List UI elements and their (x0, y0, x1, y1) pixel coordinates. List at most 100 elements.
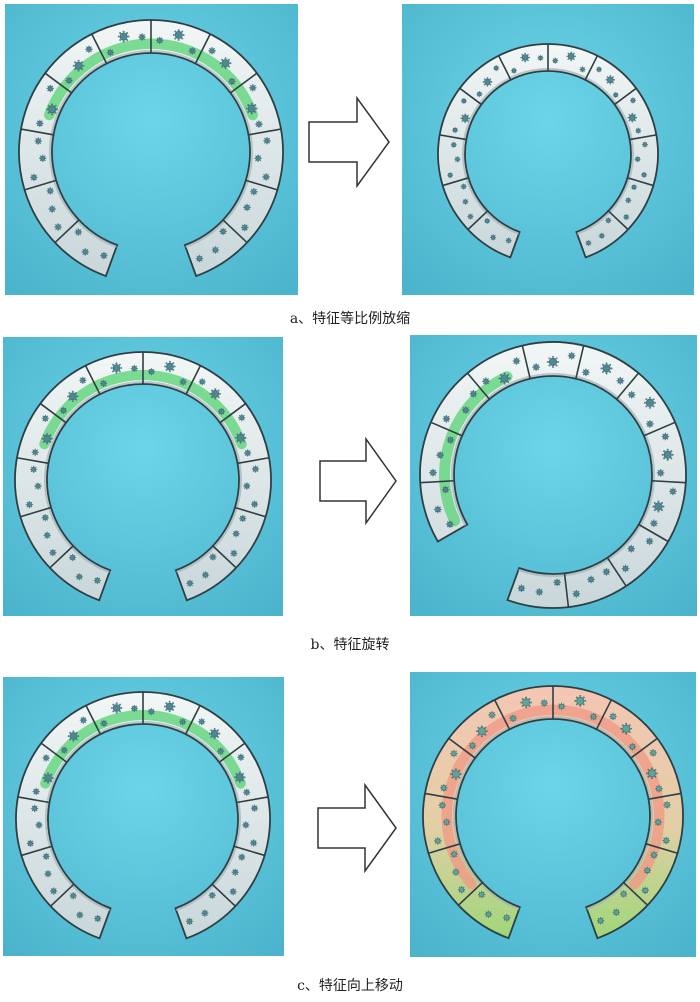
segment-divider (211, 883, 236, 907)
nodule-icon (540, 699, 548, 707)
nodule-icon (434, 837, 442, 845)
nodule-icon (74, 228, 83, 236)
nodule-icon (567, 351, 576, 360)
nodule-icon (250, 187, 258, 196)
nodule-icon (262, 173, 270, 181)
nodule-icon (520, 52, 530, 63)
nodule-icon (510, 67, 518, 74)
nodule-icon (646, 420, 654, 428)
nodule-icon (625, 197, 632, 204)
nodule-icon (643, 866, 652, 875)
nodule-icon (605, 74, 616, 85)
nodule-icon (219, 227, 227, 236)
nodule-icon (30, 173, 38, 182)
nodule-icon (79, 716, 88, 724)
segment-divider (222, 219, 248, 244)
nodule-icon (72, 59, 85, 72)
segment-divider (16, 456, 49, 465)
nodule-icon (505, 237, 512, 244)
nodule-icon (208, 47, 216, 55)
nodule-icon (41, 414, 49, 423)
nodule-icon (641, 886, 649, 895)
nodule-icon (557, 702, 566, 711)
nodule-icon (100, 251, 108, 260)
ring-body (437, 43, 659, 259)
nodule-icon (76, 911, 84, 919)
nodule-icon (460, 97, 467, 105)
nodule-icon (25, 500, 34, 509)
nodule-icon (130, 364, 138, 373)
ring-diagram (5, 4, 298, 295)
segment-divider (184, 705, 201, 735)
nodule-icon (36, 119, 44, 128)
nodule-icon (477, 890, 486, 899)
nodule-icon (234, 432, 247, 444)
ring-body (14, 351, 272, 602)
caption-a: a、特征等比例放缩 (289, 311, 411, 327)
nodule-icon (85, 45, 93, 53)
panel-b-after (410, 335, 697, 616)
nodule-icon (243, 788, 251, 796)
nodule-icon (188, 47, 197, 55)
nodule-icon (229, 888, 237, 896)
nodule-icon (629, 97, 637, 104)
segment-divider (430, 421, 463, 437)
nodule-icon (100, 719, 108, 728)
nodule-icon (249, 839, 258, 847)
segment-divider (21, 845, 53, 857)
segment-divider (648, 792, 682, 800)
nodule-icon (250, 500, 259, 508)
nodule-icon (446, 520, 454, 529)
nodule-icon (627, 112, 638, 123)
segment-divider (466, 372, 490, 400)
segment-divider (607, 210, 629, 231)
nodule-icon (217, 747, 225, 755)
nodule-icon (230, 549, 238, 557)
nodule-icon (234, 771, 246, 783)
nodule-icon (553, 578, 562, 587)
panel-a-before (5, 4, 298, 295)
nodule-icon (663, 801, 671, 809)
ring-diagram (3, 677, 284, 956)
nodule-icon (467, 213, 474, 220)
nodule-icon (512, 357, 521, 365)
nodule-icon (502, 914, 511, 922)
nodule-icon (42, 772, 54, 784)
nodule-icon (612, 908, 621, 917)
panel-b-before (3, 337, 283, 616)
nodule-icon (245, 102, 258, 115)
nodule-icon (462, 198, 469, 205)
nodule-icon (612, 91, 619, 98)
right-arrow-icon (308, 96, 390, 188)
nodule-icon (628, 742, 637, 751)
nodule-icon (41, 432, 53, 445)
ring-body (422, 685, 684, 940)
nodule-icon (552, 57, 559, 64)
segment-divider (428, 843, 461, 855)
ring-body (15, 691, 271, 940)
nodule-icon (484, 910, 493, 918)
nodule-icon (67, 730, 80, 742)
nodule-icon (537, 54, 544, 62)
nodule-icon (493, 65, 500, 72)
ring (18, 19, 284, 278)
nodule-icon (46, 187, 54, 195)
nodule-icon (81, 248, 90, 256)
nodule-icon (195, 254, 204, 263)
segment-divider (424, 792, 458, 800)
nodule-icon (69, 892, 77, 900)
nodule-icon (209, 553, 217, 561)
nodule-icon (75, 573, 83, 581)
nodule-icon (598, 232, 605, 239)
segment-divider (457, 881, 483, 906)
nodule-icon (232, 530, 240, 538)
nodule-icon (450, 141, 457, 148)
nodule-icon (217, 407, 226, 416)
segment-divider (467, 210, 489, 231)
nodule-icon (106, 48, 115, 57)
nodule-icon (469, 389, 478, 398)
nodule-icon (42, 754, 50, 762)
nodule-icon (26, 839, 35, 848)
nodule-icon (488, 711, 496, 719)
ring (15, 691, 271, 940)
